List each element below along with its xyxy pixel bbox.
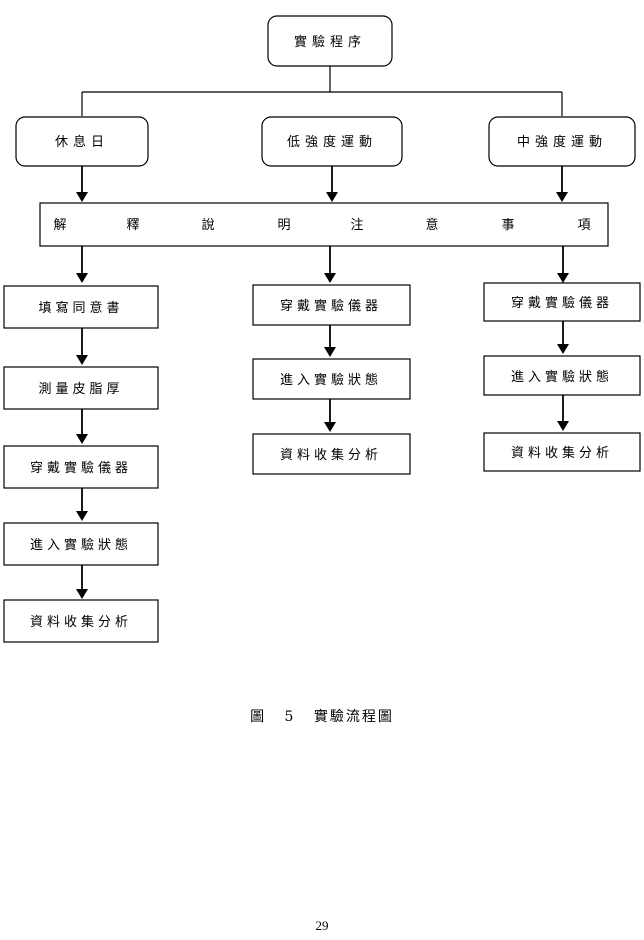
- instruction-char: 項: [577, 218, 590, 233]
- arrows-to-instructions: [76, 166, 568, 202]
- step-label: 進入實驗狀態: [511, 369, 613, 385]
- instruction-text: 解 釋 說 明 注 意 事 項: [53, 217, 590, 233]
- instruction-char: 事: [501, 218, 514, 233]
- mid-column: 穿戴實驗儀器 進入實驗狀態 資料收集分析: [483, 282, 641, 472]
- step-label: 穿戴實驗儀器: [511, 295, 613, 311]
- page-number: 29: [315, 918, 329, 933]
- step-box: [3, 366, 159, 410]
- step-label: 進入實驗狀態: [30, 537, 132, 553]
- root-node: [267, 15, 393, 67]
- caption-prefix: 圖: [250, 709, 267, 725]
- step-box: [483, 282, 641, 322]
- step-box: [252, 284, 411, 326]
- step-box: [3, 285, 159, 329]
- figure-caption: 圖 5 實驗流程圖: [0, 706, 644, 726]
- step-label: 資料收集分析: [280, 447, 382, 463]
- step-box: [252, 433, 411, 475]
- instruction-bar: [39, 202, 609, 247]
- low-column: 穿戴實驗儀器 進入實驗狀態 資料收集分析: [252, 284, 411, 475]
- caption-title: 實驗流程圖: [313, 709, 394, 725]
- step-label: 填寫同意書: [38, 300, 123, 316]
- connectors: [81, 66, 563, 116]
- group-label-rest: 休息日: [55, 134, 109, 150]
- step-label: 資料收集分析: [30, 614, 132, 630]
- step-box: [3, 445, 159, 489]
- step-box: [3, 522, 159, 566]
- step-box: [252, 358, 411, 400]
- rest-column: 填寫同意書 測量皮脂厚 穿戴實驗儀器 進入實驗狀態 資料收集分析: [3, 285, 159, 643]
- instruction-char: 注: [350, 218, 363, 233]
- instruction-char: 解: [53, 218, 66, 233]
- step-label: 測量皮脂厚: [38, 382, 123, 397]
- arrows-to-steps: [76, 246, 569, 283]
- group-label-mid: 中強度運動: [517, 134, 607, 150]
- group-label-low: 低強度運動: [287, 134, 377, 150]
- instruction-char: 釋: [126, 217, 139, 233]
- step-label: 進入實驗狀態: [280, 372, 382, 388]
- instruction-char: 說: [201, 217, 214, 233]
- step-label: 穿戴實驗儀器: [30, 460, 132, 476]
- step-box: [483, 432, 641, 472]
- step-label: 資料收集分析: [511, 445, 613, 461]
- instruction-char: 明: [277, 218, 290, 233]
- root-label: 實驗程序: [294, 34, 366, 50]
- caption-number: 5: [284, 709, 296, 725]
- step-box: [3, 599, 159, 643]
- flowchart: 實驗程序 休息日 低強度運動 中強度運動 解 釋 說 明 注 意 事 項 填: [3, 15, 641, 643]
- step-box: [483, 355, 641, 396]
- instruction-char: 意: [425, 217, 438, 233]
- step-label: 穿戴實驗儀器: [280, 298, 382, 314]
